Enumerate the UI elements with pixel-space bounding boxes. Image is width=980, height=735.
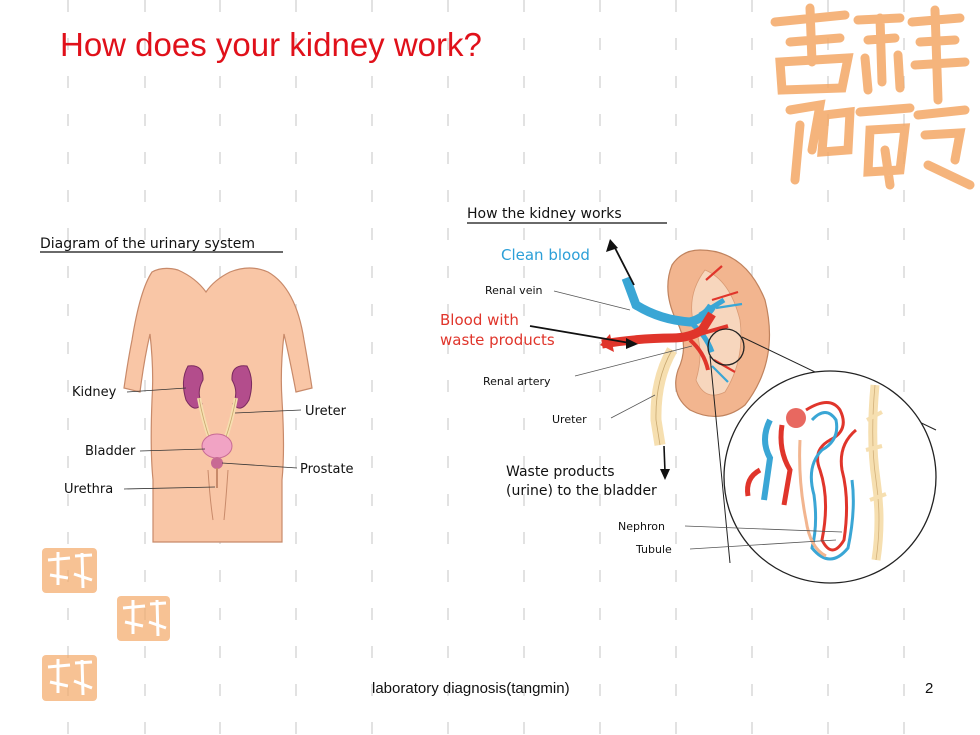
label-renal-artery: Renal artery [483,375,551,388]
label-prostate: Prostate [300,462,354,477]
ureter [650,347,677,446]
label-ureter-right: Ureter [552,413,587,426]
nephron-illustration [745,384,887,561]
slide-footer: laboratory diagnosis(tangmin) [372,680,570,697]
prostate [211,457,223,469]
slide-title: How does your kidney work? [60,26,482,63]
label-bladder: Bladder [85,444,136,459]
label-tubule: Tubule [635,543,672,556]
renal-artery [601,311,716,349]
label-ureter-left: Ureter [305,404,347,419]
label-renal-vein: Renal vein [485,284,543,297]
seal-decoration-small-3 [42,655,97,701]
seal-decoration-small-1 [42,548,97,593]
torso-figure [123,267,313,543]
label-nephron: Nephron [618,520,665,533]
seal-decoration-small-2 [117,596,170,641]
label-kidney: Kidney [72,385,117,400]
seal-decoration-large [770,3,975,190]
label-blood-waste-line2: waste products [440,331,555,349]
label-waste-line1: Waste products [506,464,615,480]
label-clean-blood: Clean blood [501,246,590,264]
urinary-diagram-heading: Diagram of the urinary system [40,236,255,252]
label-blood-waste-line1: Blood with [440,311,519,329]
label-urethra: Urethra [64,482,113,497]
label-waste-line2: (urine) to the bladder [506,483,657,499]
page-number: 2 [925,680,934,697]
kidney-diagram-heading: How the kidney works [467,206,622,222]
